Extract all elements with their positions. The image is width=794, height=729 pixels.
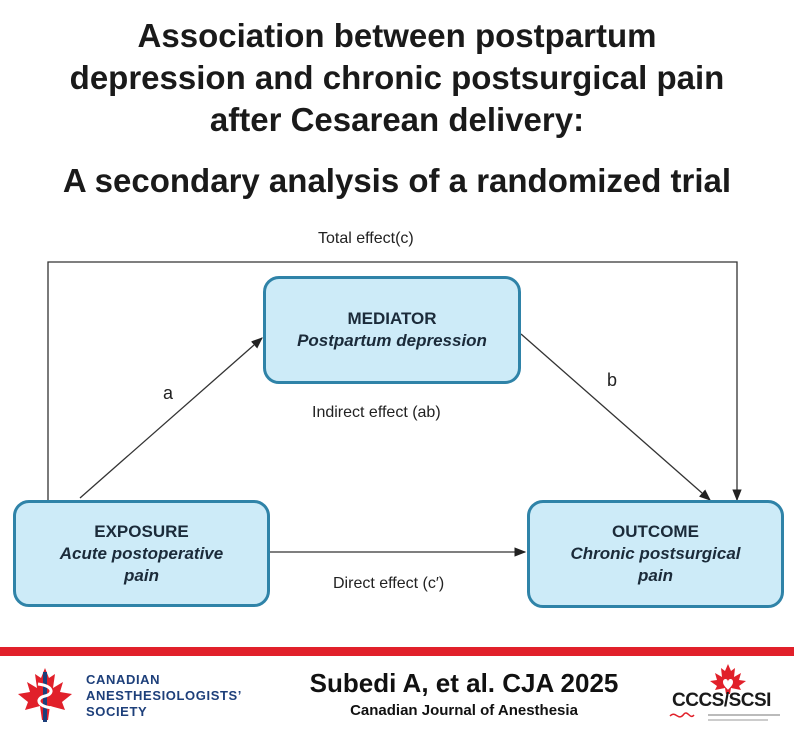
path-b-label: b <box>607 370 618 390</box>
exposure-node: EXPOSURE Acute postoperative pain <box>13 500 270 607</box>
mediator-role: MEDIATOR <box>347 309 437 328</box>
path-a-label: a <box>163 383 174 403</box>
exposure-role: EXPOSURE <box>94 521 189 541</box>
mediator-variable: Postpartum depression <box>297 331 487 350</box>
society-name-line-1: CANADIAN <box>86 672 161 687</box>
total-effect-label: Total effect(c) <box>318 230 414 247</box>
subtitle: A secondary analysis of a randomized tri… <box>62 162 732 199</box>
citation: Subedi A, et al. CJA 2025 <box>309 668 619 698</box>
maple-leaf-caduceus-icon <box>18 668 72 722</box>
outcome-role: OUTCOME <box>612 522 699 541</box>
path-b-arrow <box>520 333 711 501</box>
total-effect-arrow <box>47 261 742 502</box>
exposure-variable-line-1: Acute postoperative <box>59 543 224 563</box>
outcome-node: OUTCOME Chronic postsurgical pain <box>527 500 784 608</box>
cccs-maple-leaf-icon <box>669 664 780 721</box>
cccs-logo-text: CCCS/SCSI <box>672 690 771 711</box>
society-name-line-3: SOCIETY <box>86 704 148 719</box>
outcome-variable-line-2: pain <box>638 566 673 585</box>
society-name-line-2: ANESTHESIOLOGISTS’ <box>86 688 242 703</box>
journal-name: Canadian Journal of Anesthesia <box>350 702 578 719</box>
title-line-3: after Cesarean delivery: <box>209 101 585 138</box>
indirect-effect-label: Indirect effect (ab) <box>312 404 441 421</box>
footer-divider <box>0 647 794 656</box>
exposure-variable-line-2: pain <box>124 565 159 585</box>
direct-effect-label: Direct effect (c′) <box>333 575 445 592</box>
path-a-arrow <box>79 337 263 499</box>
title-line-1: Association between postpartum <box>137 17 657 54</box>
title-line-2: depression and chronic postsurgical pain <box>69 59 725 96</box>
outcome-variable-line-1: Chronic postsurgical <box>570 544 741 563</box>
mediator-node: MEDIATOR Postpartum depression <box>263 276 521 384</box>
